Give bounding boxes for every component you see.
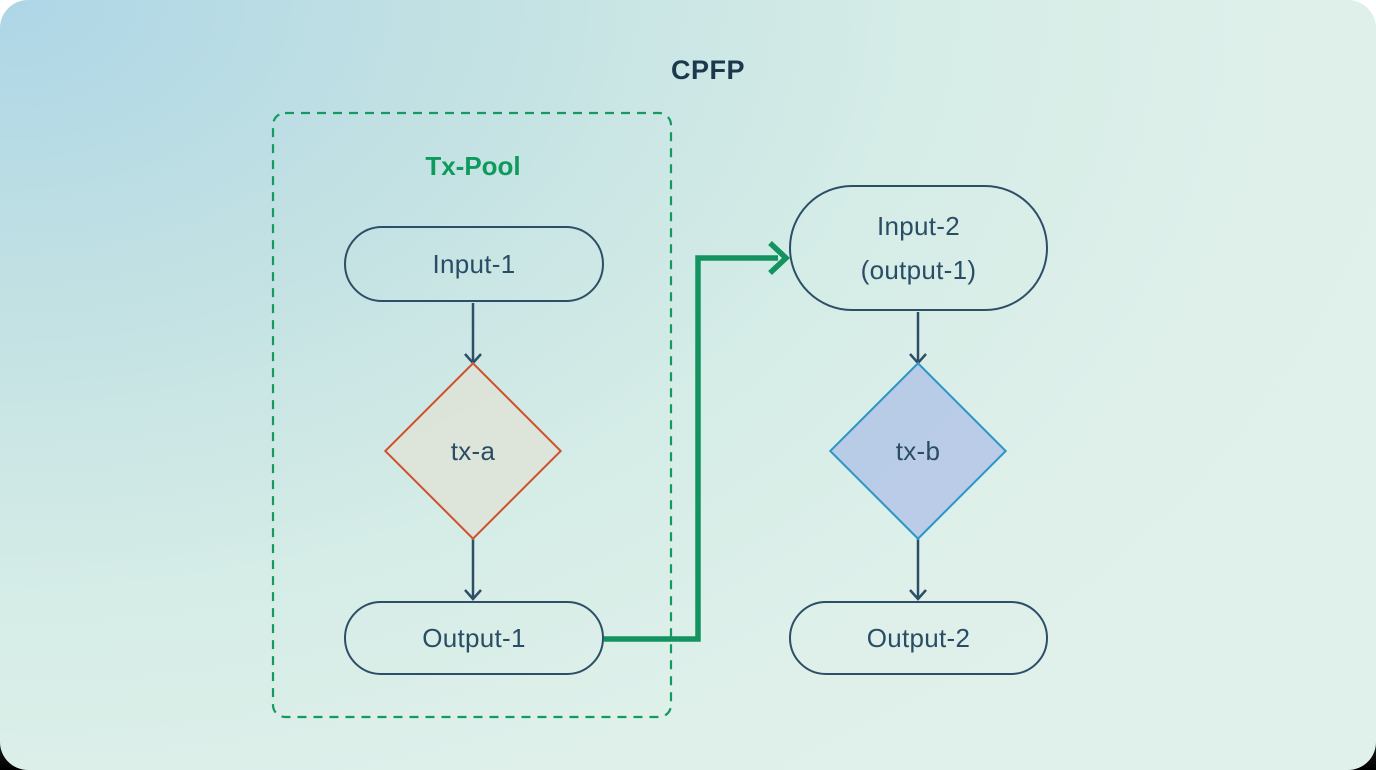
arrow-txb-to-output2-head [909, 589, 927, 601]
node-tx-b-label: tx-b [895, 435, 941, 466]
node-input-2-label: Input-2 [876, 211, 961, 241]
arrow-output1-to-input2-line [604, 255, 778, 642]
node-input-1-label: Input-1 [432, 248, 516, 279]
node-input-2: Input-2 (output-1) [789, 185, 1048, 311]
node-tx-a: tx-a [383, 361, 563, 541]
diagram-title: CPFP [670, 55, 745, 85]
arrow-txa-to-output1-head [464, 589, 482, 601]
arrow-output1-to-input2-head [768, 240, 791, 276]
node-input-2-sublabel: (output-1) [860, 255, 977, 285]
txpool-group-label: Tx-Pool [425, 151, 521, 181]
node-output-1: Output-1 [344, 601, 604, 675]
node-output-2: Output-2 [789, 601, 1048, 675]
node-input-1: Input-1 [344, 226, 604, 302]
node-tx-a-label: tx-a [450, 435, 496, 466]
node-tx-b: tx-b [828, 361, 1008, 541]
node-output-2-label: Output-2 [866, 622, 971, 653]
node-output-1-label: Output-1 [422, 622, 526, 653]
